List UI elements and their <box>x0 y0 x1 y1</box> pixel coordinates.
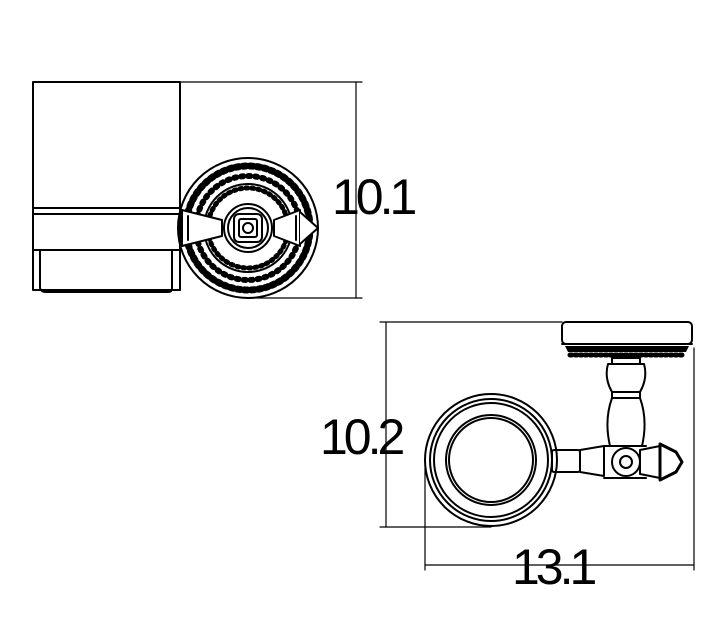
side-wall-plate <box>561 321 693 358</box>
side-width-dimension <box>424 347 695 571</box>
side-view <box>379 321 695 571</box>
front-height-dimension <box>179 81 363 299</box>
side-height-dimension <box>379 321 563 528</box>
side-post <box>605 357 647 447</box>
side-height-label: 10.2 <box>320 409 405 465</box>
front-view <box>32 81 363 299</box>
holder-arm <box>181 203 319 253</box>
side-width-label: 13.1 <box>512 539 597 595</box>
tumbler-cup <box>32 81 181 293</box>
front-height-label: 10.1 <box>332 169 417 225</box>
cup-ring <box>424 393 558 527</box>
side-arm <box>551 442 684 482</box>
